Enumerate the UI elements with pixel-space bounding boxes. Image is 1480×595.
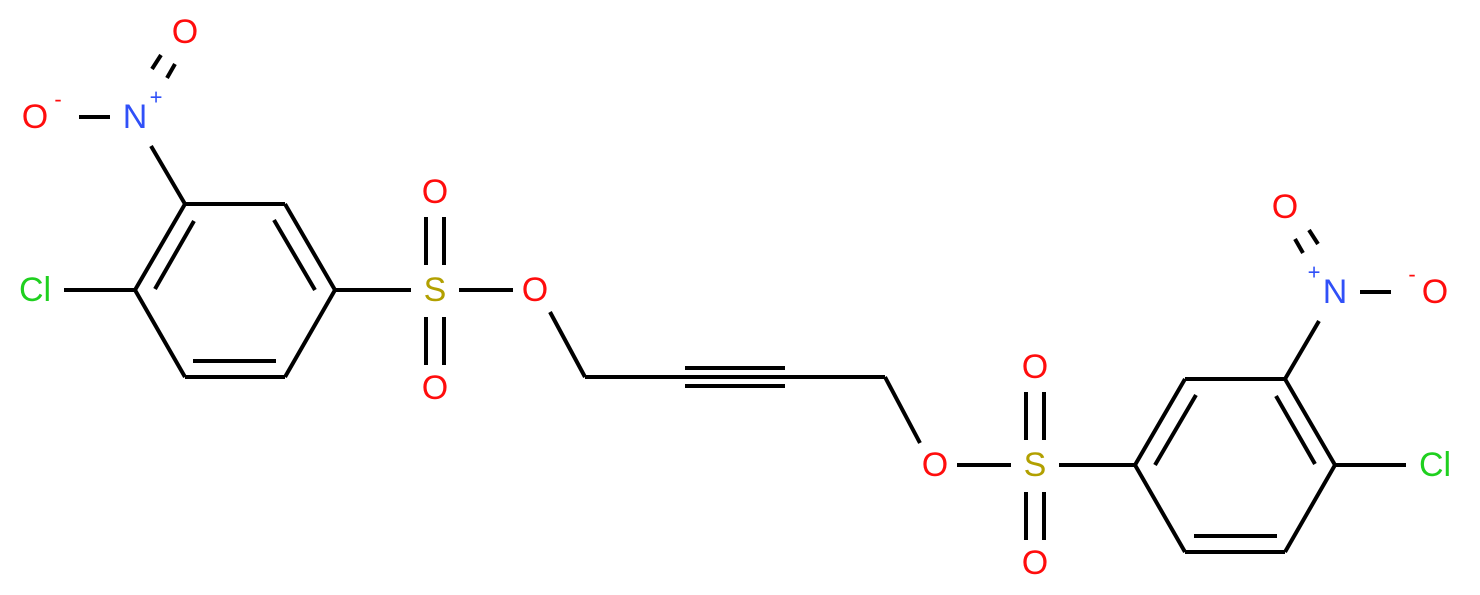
ring-inner-bond: [153, 220, 196, 290]
ring-bond: [133, 289, 187, 378]
bond-c-n: [1283, 319, 1321, 381]
bond-n-o-double-a: [150, 53, 163, 71]
sulfur-atom: S: [1024, 446, 1047, 484]
minus-charge: -: [54, 87, 61, 112]
right-chloronitrophenylsulfonyl: Cl N O O S O O O + -: [922, 188, 1451, 582]
ring-bond: [1133, 377, 1187, 467]
oxide-atom: O: [1422, 273, 1448, 311]
ester-oxygen-atom: O: [922, 446, 948, 484]
sulfonyl-oxygen-bottom: O: [1022, 544, 1048, 582]
chlorine-atom: Cl: [19, 271, 51, 309]
chlorine-atom: Cl: [1419, 446, 1451, 484]
nitrogen-atom: N: [123, 98, 148, 136]
bond-o-ch2: [548, 311, 587, 378]
ester-oxygen-atom: O: [522, 271, 548, 309]
ring-inner-bond: [272, 218, 317, 292]
bond-n-o-double-b: [1293, 238, 1305, 254]
plus-charge: +: [1308, 260, 1321, 285]
ring-bond: [133, 202, 187, 292]
sulfonyl-oxygen-top: O: [422, 173, 448, 211]
ring-bond: [283, 202, 337, 292]
bond-n-o-double-b: [165, 63, 177, 79]
ring-bond: [1283, 464, 1337, 553]
ring-bond: [1283, 377, 1337, 467]
plus-charge: +: [150, 85, 163, 110]
bond-n-o-double-a: [1307, 228, 1320, 246]
minus-charge: -: [1408, 262, 1415, 287]
bond-ch2-o: [883, 376, 922, 444]
ring-bond: [1133, 464, 1187, 553]
sulfur-atom: S: [424, 271, 447, 309]
nitro-oxygen-atom: O: [172, 13, 198, 51]
ring-inner-bond: [1153, 393, 1198, 467]
bond-c-n: [149, 144, 187, 206]
sulfonyl-oxygen-top: O: [1022, 348, 1048, 386]
sulfonyl-oxygen-bottom: O: [422, 369, 448, 407]
nitrogen-atom: N: [1323, 273, 1348, 311]
nitro-oxygen-atom: O: [1272, 188, 1298, 226]
ring-inner-bond: [1274, 395, 1317, 465]
butynediyl-linker: [548, 311, 922, 444]
ring-bond: [283, 289, 337, 378]
left-chloronitrophenylsulfonyl: Cl N O O S O O O + -: [19, 13, 548, 407]
oxide-atom: O: [22, 98, 48, 136]
